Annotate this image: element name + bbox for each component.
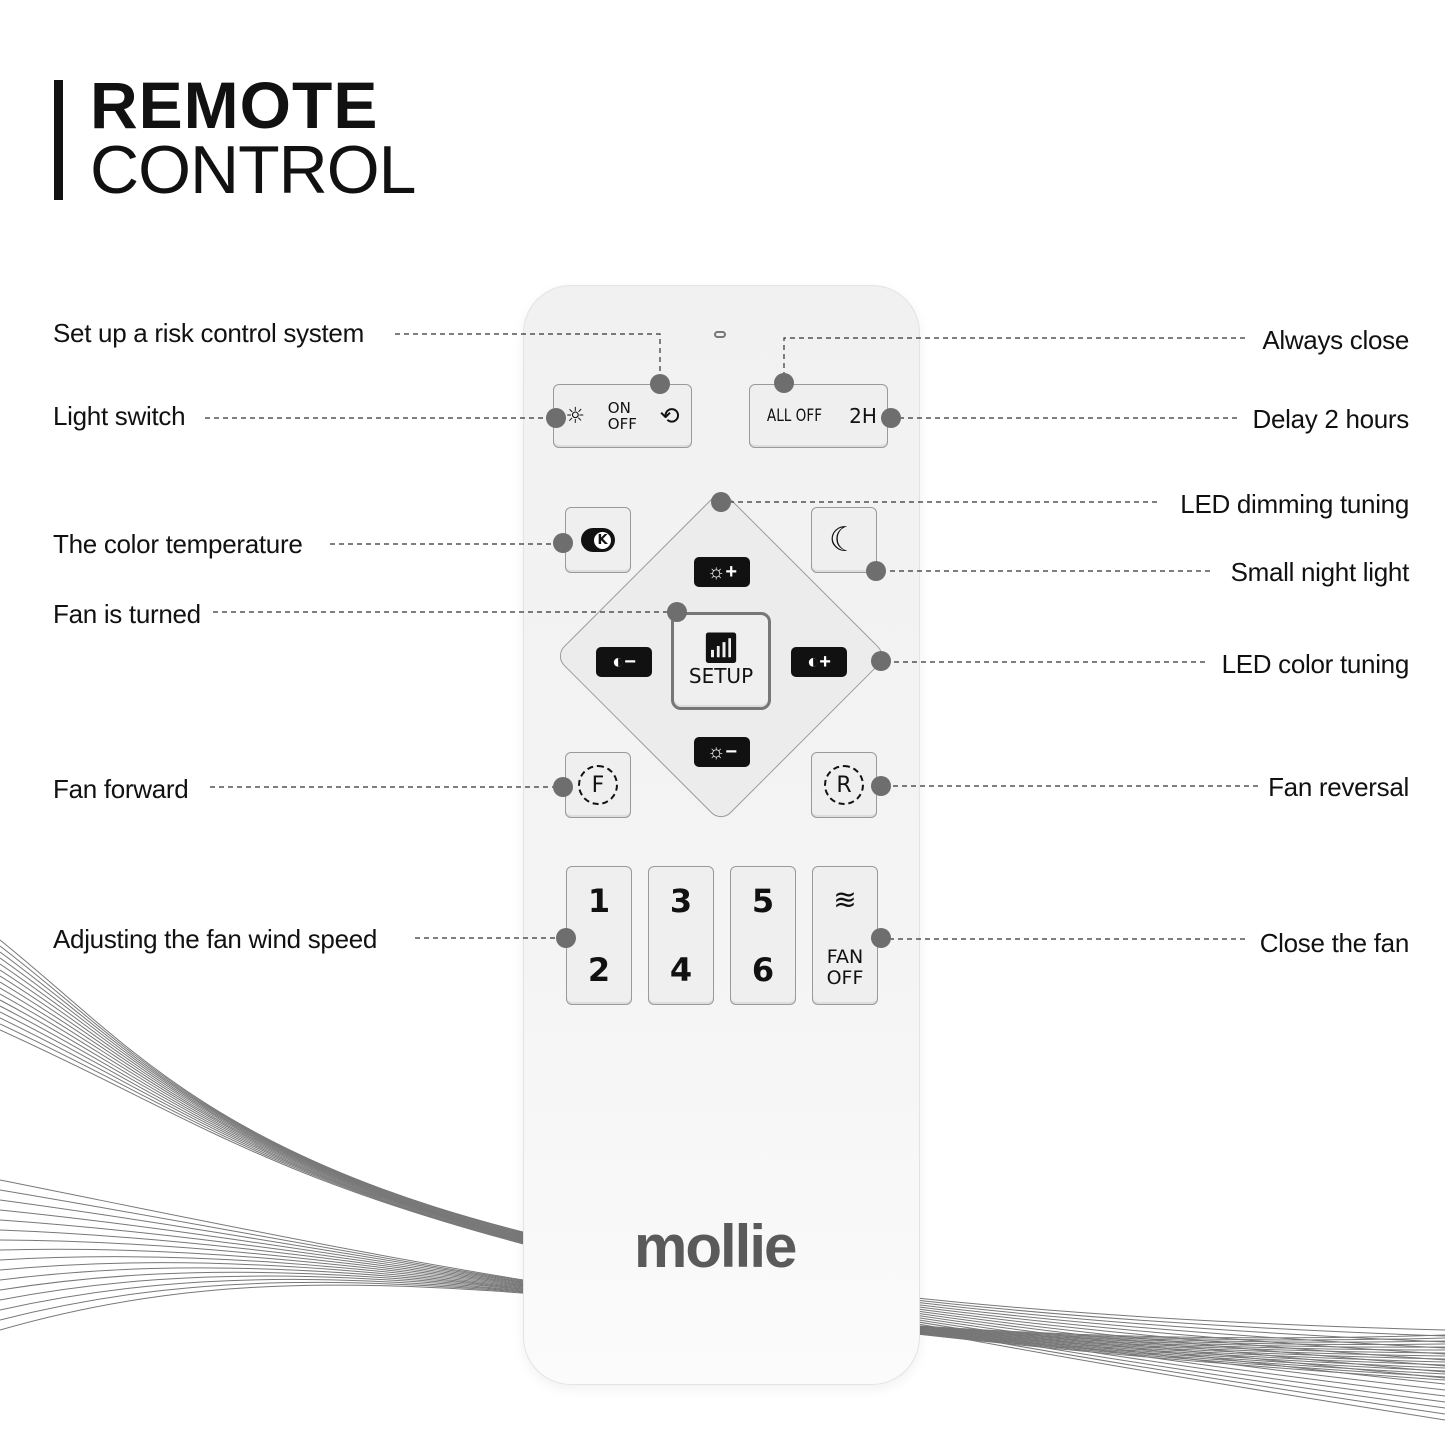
- wave-line: [0, 975, 1445, 1367]
- wave-line: [0, 1017, 1445, 1409]
- page-title-line2: CONTROL: [90, 132, 416, 208]
- wave-line: [0, 1029, 1445, 1421]
- brightness-down-button[interactable]: ☼−: [694, 737, 750, 767]
- wave-line: [0, 1011, 1445, 1403]
- delay-label: 2H: [849, 404, 877, 428]
- brand-logo: mollie: [634, 1213, 797, 1280]
- wave-line: [0, 987, 1445, 1379]
- wave-line: [0, 951, 1445, 1343]
- wave-line: [0, 993, 1445, 1385]
- speed-3: 3: [669, 882, 693, 921]
- k-icon: K: [581, 528, 615, 552]
- annotation-always-close: Always close: [1262, 325, 1409, 355]
- wave-line: [0, 957, 1445, 1349]
- annotation-light-switch: Light switch: [53, 401, 186, 431]
- k-letter: K: [594, 531, 611, 549]
- moon-star-icon: ☾: [828, 520, 860, 560]
- annotation-close-fan: Close the fan: [1259, 928, 1410, 958]
- annotation-risk-control: Set up a risk control system: [53, 318, 364, 348]
- remote-control-body: [523, 285, 920, 1385]
- setup-button[interactable]: 📶︎ SETUP: [671, 612, 771, 710]
- wave-line: [0, 1005, 1445, 1397]
- annotation-fan-forward: Fan forward: [53, 774, 189, 804]
- annotation-delay-2h: Delay 2 hours: [1252, 404, 1409, 434]
- fan-off-label: FAN OFF: [826, 945, 864, 989]
- fan-rotate-icon: ⟲: [659, 402, 680, 430]
- annotation-fan-reversal: Fan reversal: [1268, 772, 1409, 802]
- annotation-led-dimming: LED dimming tuning: [1180, 489, 1409, 519]
- speed-1: 1: [587, 882, 611, 921]
- night-light-button[interactable]: ☾: [811, 507, 877, 573]
- fan-forward-button[interactable]: F: [565, 752, 631, 818]
- wave-line: [0, 969, 1445, 1361]
- all-off-delay-button[interactable]: ALL OFF 2H: [749, 384, 888, 448]
- wave-line: [0, 963, 1445, 1355]
- wifi-icon: 📶︎: [701, 631, 741, 666]
- speed-2: 2: [587, 950, 611, 989]
- wave-line: [0, 945, 1445, 1337]
- all-off-label: ALL OFF: [766, 406, 823, 426]
- forward-icon: F: [578, 765, 618, 805]
- page-title-line1: REMOTE: [90, 68, 379, 142]
- annotation-fan-turned: Fan is turned: [53, 599, 201, 629]
- reverse-icon: R: [824, 765, 864, 805]
- sun-icon: ☼: [565, 403, 586, 429]
- ir-indicator-icon: [714, 331, 726, 338]
- on-label: ON: [607, 398, 631, 417]
- speed-4: 4: [669, 950, 693, 989]
- wave-line: [0, 939, 1445, 1331]
- title-accent-bar: [54, 80, 63, 200]
- setup-label: SETUP: [688, 664, 754, 688]
- speed-6: 6: [751, 950, 775, 989]
- annotation-wind-speed: Adjusting the fan wind speed: [53, 924, 378, 954]
- wave-line: [0, 981, 1445, 1373]
- wind-icon: ≋: [833, 882, 857, 916]
- annotation-night-light: Small night light: [1230, 557, 1410, 587]
- annotation-color-temperature: The color temperature: [53, 529, 303, 559]
- color-temp-down-button[interactable]: ◐−: [596, 647, 652, 677]
- color-temp-up-button[interactable]: ◐+: [791, 647, 847, 677]
- fan-off-button[interactable]: ≋ FAN OFF: [812, 866, 878, 1005]
- fan-reverse-button[interactable]: R: [811, 752, 877, 818]
- wave-line: [0, 1023, 1445, 1415]
- speed-5: 5: [751, 882, 775, 921]
- brightness-up-button[interactable]: ☼+: [694, 557, 750, 587]
- annotation-led-color: LED color tuning: [1221, 649, 1410, 679]
- off-label: OFF: [607, 415, 637, 433]
